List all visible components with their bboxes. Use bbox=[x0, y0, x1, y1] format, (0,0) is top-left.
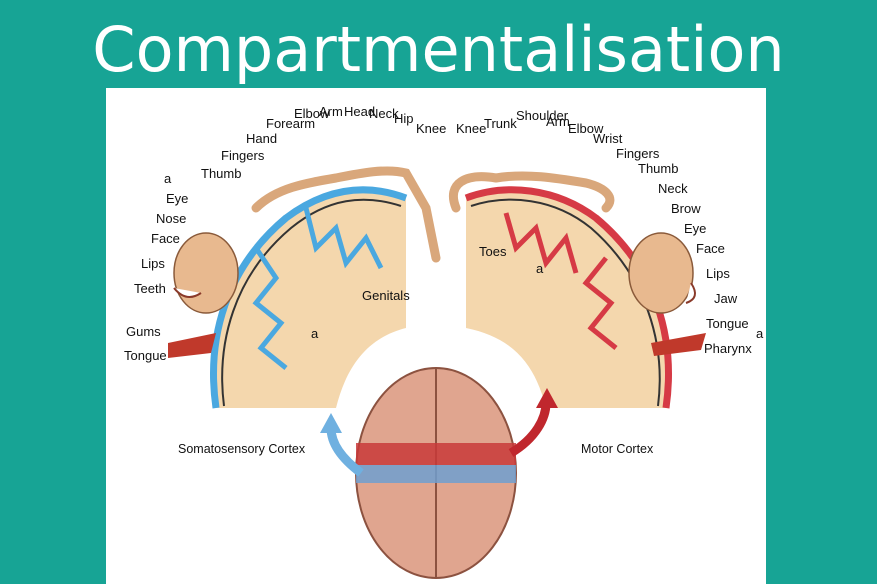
motor-label-fingers: Fingers bbox=[616, 146, 660, 161]
sensory-label-hand: Hand bbox=[246, 131, 277, 146]
sensory-cortex-caption: Somatosensory Cortex bbox=[178, 442, 306, 456]
motor-label-face: Face bbox=[696, 241, 725, 256]
sensory-label-thumb: Thumb bbox=[201, 166, 241, 181]
watermark: a bbox=[536, 261, 544, 276]
sensory-label-forearm: Forearm bbox=[266, 116, 315, 131]
motor-label-pharynx: Pharynx bbox=[704, 341, 752, 356]
motor-label-thumb: Thumb bbox=[638, 161, 678, 176]
sensory-label-head: Head bbox=[344, 104, 375, 119]
sensory-label-arm: Arm bbox=[319, 104, 343, 119]
watermark: a bbox=[311, 326, 319, 341]
motor-label-wrist: Wrist bbox=[593, 131, 623, 146]
slide-title: Compartmentalisation bbox=[92, 13, 785, 86]
sensory-label-genitals: Genitals bbox=[362, 288, 410, 303]
motor-label-neck: Neck bbox=[658, 181, 688, 196]
sensory-label-hip: Hip bbox=[394, 111, 414, 126]
sensory-label-lips: Lips bbox=[141, 256, 165, 271]
motor-label-trunk: Trunk bbox=[484, 116, 517, 131]
motor-cortex bbox=[449, 171, 706, 409]
motor-label-lips: Lips bbox=[706, 266, 730, 281]
motor-label-shoulder: Shoulder bbox=[516, 108, 569, 123]
sensory-label-gums: Gums bbox=[126, 324, 161, 339]
motor-label-elbow: Elbow bbox=[568, 121, 604, 136]
sensory-label-teeth: Teeth bbox=[134, 281, 166, 296]
sensory-label-nose: Nose bbox=[156, 211, 186, 226]
sensory-cortex bbox=[168, 166, 441, 409]
watermark: a bbox=[164, 171, 172, 186]
homunculus-diagram: Eye Nose Face Lips Teeth Gums Tongue Thu… bbox=[106, 88, 766, 584]
sensory-label-fingers: Fingers bbox=[221, 148, 265, 163]
homunculus-svg: Eye Nose Face Lips Teeth Gums Tongue Thu… bbox=[124, 104, 764, 579]
sensory-label-knee: Knee bbox=[416, 121, 446, 136]
motor-label-brow: Brow bbox=[671, 201, 701, 216]
sensory-label-neck: Neck bbox=[369, 106, 399, 121]
brain-illustration bbox=[320, 367, 558, 579]
motor-label-knee: Knee bbox=[456, 121, 486, 136]
motor-label-tongue: Tongue bbox=[706, 316, 749, 331]
sensory-label-eye: Eye bbox=[166, 191, 188, 206]
watermark: a bbox=[756, 326, 764, 341]
sensory-label-face: Face bbox=[151, 231, 180, 246]
sensory-label-tongue: Tongue bbox=[124, 348, 167, 363]
motor-cortex-caption: Motor Cortex bbox=[581, 442, 654, 456]
motor-label-eye: Eye bbox=[684, 221, 706, 236]
motor-label-jaw: Jaw bbox=[714, 291, 738, 306]
motor-label-toes: Toes bbox=[479, 244, 507, 259]
motor-label-arm: Arm bbox=[546, 114, 570, 129]
sensory-label-elbow: Elbow bbox=[294, 106, 330, 121]
